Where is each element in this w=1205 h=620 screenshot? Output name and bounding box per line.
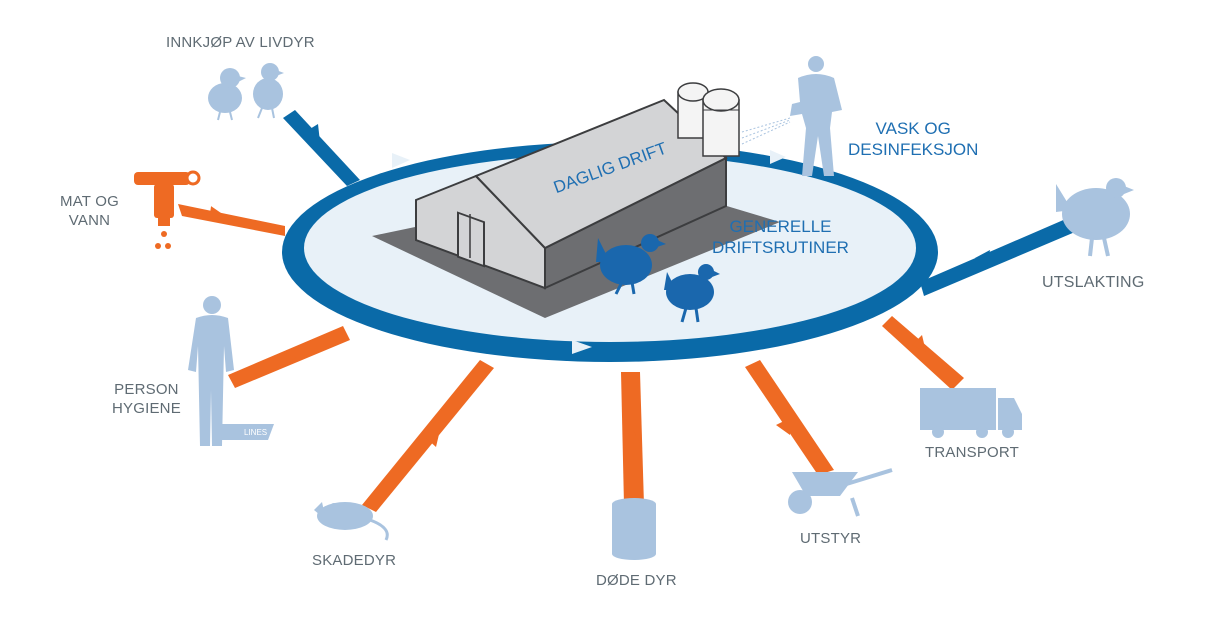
label-line: PERSON [114,381,179,398]
label-line: MAT OG [60,193,119,210]
label-person-hygiene: PERSON HYGIENE [112,380,181,418]
barn [372,82,780,318]
arrow-transport [882,316,964,390]
arrow-utslakting [920,218,1075,296]
label-skadedyr: SKADEDYR [312,552,397,569]
label-line: VANN [68,212,111,229]
silo-icon [677,82,740,157]
worker-washing-icon [790,56,842,176]
chick-icon [253,63,284,119]
label-utslakting: UTSLAKTING [1042,274,1145,291]
label-line: DESINFEKSJON [848,140,979,159]
chick-icon [208,68,246,121]
label-innkjop-av-livdyr: INNKJØP AV LIVDYR [166,34,315,51]
label-line: HYGIENE [112,400,181,417]
label-utstyr: UTSTYR [800,530,862,547]
boot-tray-brand: LINES [244,428,267,437]
orange-arrows [178,204,964,512]
boot-tray-icon: LINES [222,424,274,440]
arrow-mat-og-vann [178,204,285,236]
arrow-dode-dyr [621,372,644,505]
label-line: GENERELLE [729,217,832,236]
blue-arrows [283,110,1075,296]
barrel-icon [612,498,656,560]
truck-icon [920,388,1022,438]
label-transport: TRANSPORT [925,444,1020,461]
hen-icon [664,264,720,323]
arrow-person-hygiene [228,326,350,388]
spray-lines [741,117,791,145]
barn-door [457,211,485,268]
person-icon [188,296,234,446]
label-line: DRIFTSRUTINER [712,238,849,257]
arrow-innkjop [283,110,360,186]
wheelbarrow-icon [788,468,893,517]
water-tap-icon [134,170,201,249]
label-dode-dyr: DØDE DYR [596,572,677,589]
label-mat-og-vann: MAT OG VANN [60,192,119,230]
arrow-utstyr [745,360,834,475]
arrow-skadedyr [362,360,494,512]
hen-icon [596,234,666,295]
hen-slaughter-icon [1056,178,1134,257]
label-generelle-driftsrutiner: GENERELLE DRIFTSRUTINER [712,216,849,258]
label-line: VASK OG [875,119,951,138]
label-vask-og-desinfeksjon: VASK OG DESINFEKSJON [848,118,978,160]
rat-icon [314,502,389,541]
